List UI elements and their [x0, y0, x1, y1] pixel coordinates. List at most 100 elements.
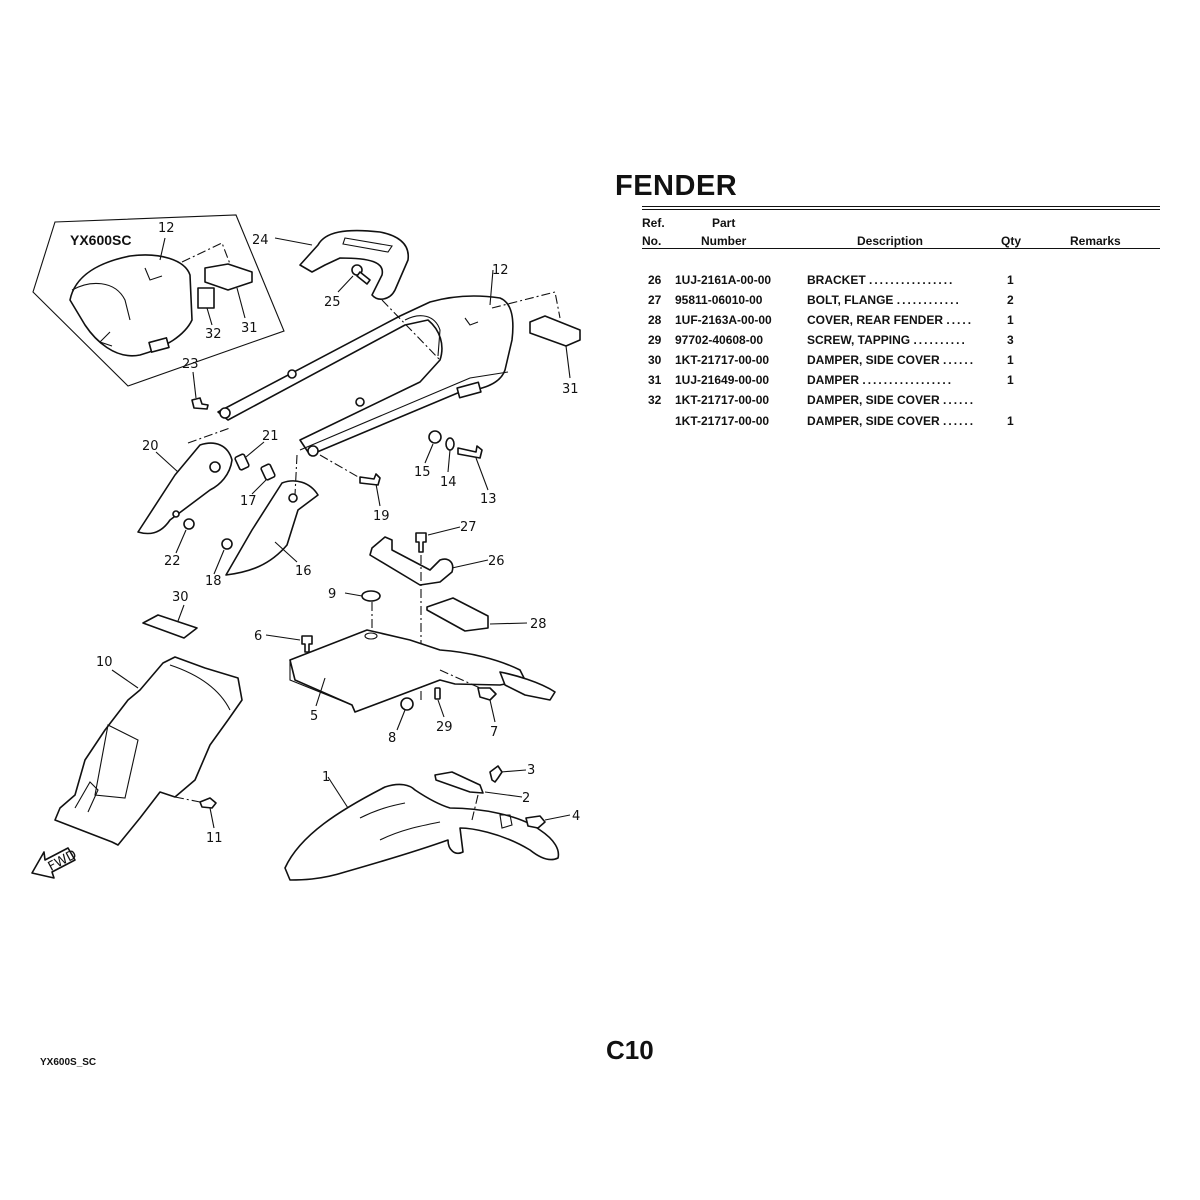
- row-ref: 31: [648, 373, 662, 387]
- part-inner-fender-10: 10: [54, 655, 243, 846]
- callout-30: 30: [172, 590, 189, 605]
- callout-18: 18: [205, 574, 222, 589]
- part-bolt-6: 6: [254, 629, 313, 653]
- header-part-line1: Part: [712, 216, 736, 230]
- row-leader-dots: ................: [869, 273, 955, 287]
- row-ref: 26: [648, 273, 662, 287]
- model-code: YX600S_SC: [40, 1057, 97, 1068]
- row-leader-dots: ............: [896, 293, 961, 307]
- callout-14: 14: [440, 475, 457, 490]
- part-front-fender-1: 1: [284, 770, 560, 881]
- row-description: BOLT, FLANGE: [807, 293, 894, 307]
- callout-3: 3: [527, 763, 535, 778]
- row-qty: 1: [1007, 373, 1014, 387]
- row-description: DAMPER, SIDE COVER: [807, 393, 940, 407]
- header-remarks: Remarks: [1070, 234, 1121, 248]
- part-collar-15: 15: [414, 430, 442, 480]
- callout-5: 5: [310, 709, 318, 724]
- inset-seat-cowl: [69, 254, 193, 357]
- callout-32: 32: [205, 327, 222, 342]
- part-nut-18: 18: [205, 538, 233, 589]
- inset-damper-31: [204, 263, 253, 291]
- callout-13: 13: [480, 492, 497, 507]
- row-description-cell: DAMPER .................: [807, 373, 997, 387]
- callout-29: 29: [436, 720, 453, 735]
- part-cover-28: 28: [426, 597, 547, 632]
- part-bolt-13: 13: [457, 445, 497, 507]
- inset-yx600sc: YX600SC 12 32 31: [32, 214, 285, 387]
- part-bracket-2: 2: [434, 771, 530, 821]
- row-part-number: 1UJ-2161A-00-00: [675, 273, 772, 287]
- row-part-number: 95811-06010-00: [675, 293, 763, 307]
- callout-22: 22: [164, 554, 181, 569]
- callout-1: 1: [322, 770, 330, 785]
- row-description: BRACKET: [807, 273, 866, 287]
- section-title: FENDER: [615, 170, 738, 202]
- row-part-number: 1KT-21717-00-00: [675, 353, 770, 367]
- callout-10: 10: [96, 655, 113, 670]
- callout-31-inset: 31: [241, 321, 258, 336]
- row-leader-dots: ......: [943, 414, 976, 428]
- header-ref-line1: Ref.: [642, 216, 665, 230]
- callout-25: 25: [324, 295, 341, 310]
- row-description-cell: DAMPER, SIDE COVER ......: [807, 353, 997, 367]
- header-rule: [642, 248, 1160, 249]
- row-ref: 30: [648, 353, 662, 367]
- row-part-number: 97702-40608-00: [675, 333, 764, 347]
- header-ref-line2: No.: [642, 234, 662, 248]
- callout-6: 6: [254, 629, 262, 644]
- row-description: DAMPER, SIDE COVER: [807, 353, 940, 367]
- callout-15: 15: [414, 465, 431, 480]
- exploded-parts-diagram: YX600SC 12 32 31 24 25: [31, 214, 581, 881]
- callout-19: 19: [373, 509, 390, 524]
- part-nut-14: 14: [440, 437, 457, 490]
- callout-17: 17: [240, 494, 257, 509]
- row-ref: 29: [648, 333, 662, 347]
- callout-24: 24: [252, 233, 269, 248]
- callout-26: 26: [488, 554, 505, 569]
- part-screw-29: 29: [434, 687, 453, 735]
- callout-11: 11: [206, 831, 223, 846]
- row-part-number: 1UF-2163A-00-00: [675, 313, 772, 327]
- part-bolt-23: 23: [182, 357, 209, 410]
- callout-7: 7: [490, 725, 498, 740]
- row-description-cell: BOLT, FLANGE ............: [807, 293, 997, 307]
- row-ref: 27: [648, 293, 662, 307]
- part-nut-8: 8: [388, 697, 414, 746]
- part-damper-21: 21: [234, 429, 279, 471]
- callout-4: 4: [572, 809, 580, 824]
- title-rule: [642, 206, 1160, 210]
- row-description: COVER, REAR FENDER: [807, 313, 944, 327]
- row-ref: 28: [648, 313, 662, 327]
- inset-damper-32: [197, 287, 215, 309]
- page-number: C10: [606, 1035, 654, 1065]
- row-description: DAMPER, SIDE COVER: [807, 414, 940, 428]
- part-side-cover-20: 20: [137, 427, 233, 535]
- row-description: DAMPER: [807, 373, 860, 387]
- row-leader-dots: .....: [946, 313, 974, 327]
- header-part-line2: Number: [701, 234, 747, 248]
- row-leader-dots: ..........: [913, 333, 967, 347]
- row-qty: 1: [1007, 313, 1014, 327]
- callout-12: 12: [492, 263, 509, 278]
- part-grab-bar-24: 24: [252, 229, 409, 300]
- row-part-number: 1KT-21717-00-00: [675, 414, 770, 428]
- header-qty: Qty: [1001, 234, 1022, 248]
- callout-28: 28: [530, 617, 547, 632]
- callout-2: 2: [522, 791, 530, 806]
- row-part-number: 1KT-21717-00-00: [675, 393, 770, 407]
- part-bolt-7: 7: [439, 669, 498, 740]
- part-damper-31: 31: [529, 315, 581, 397]
- inset-label: YX600SC: [70, 232, 131, 248]
- row-qty: 2: [1007, 293, 1014, 307]
- part-side-cover-16: 16: [225, 454, 319, 579]
- part-damper-30: 30: [142, 590, 198, 639]
- callout-12-inset: 12: [158, 221, 175, 236]
- part-seat-cowl-12: 12: [217, 263, 561, 457]
- row-description-cell: BRACKET ................: [807, 273, 997, 287]
- part-bolt-27: 27: [415, 520, 477, 553]
- part-damper-17: 17: [240, 463, 276, 509]
- callout-27: 27: [460, 520, 477, 535]
- part-damper-9: 9: [328, 587, 381, 632]
- part-clip-4: 4: [499, 809, 580, 829]
